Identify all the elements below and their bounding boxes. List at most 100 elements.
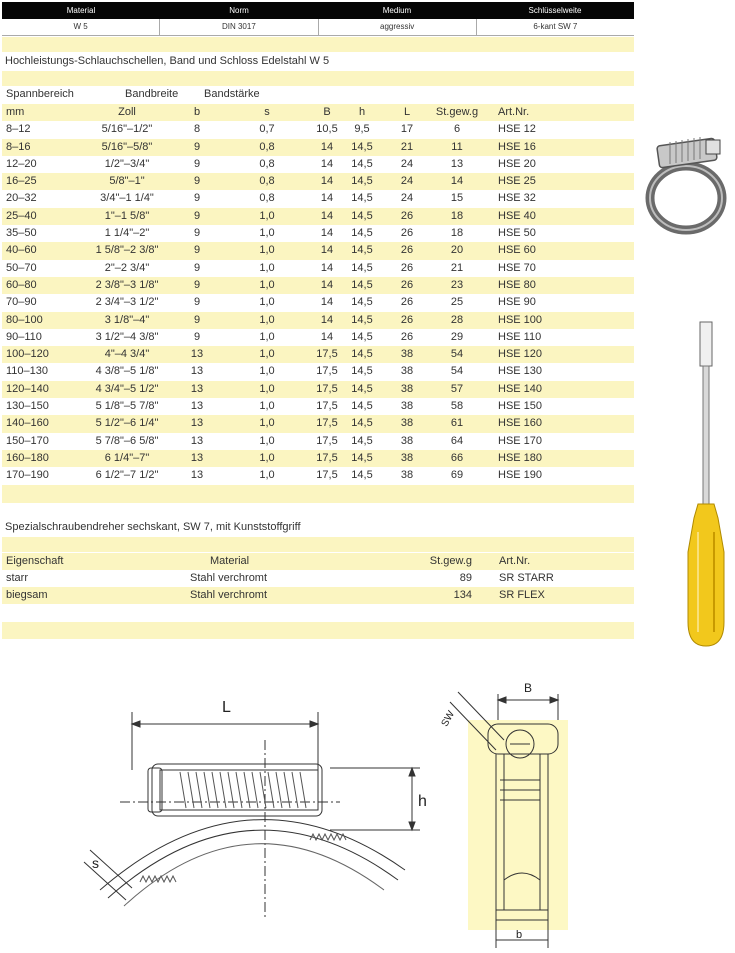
- header-label-norm: Norm: [229, 6, 249, 15]
- cell-range-inch: 2 3/4"–3 1/2": [95, 296, 159, 309]
- header-label-medium: Medium: [382, 6, 412, 15]
- header-value-key-size: 6-kant SW 7: [533, 22, 578, 31]
- sd-cell-weight: 134: [453, 589, 472, 601]
- clamp-front-drawing: B SW b: [440, 681, 568, 948]
- cell-L: 21: [400, 140, 414, 153]
- cell-B: 14: [320, 296, 334, 309]
- col-header-zoll: Zoll: [118, 106, 136, 118]
- cell-band-width: 9: [193, 330, 201, 343]
- cell-band-thickness: 0,8: [259, 157, 275, 170]
- cell-band-width: 13: [190, 451, 204, 464]
- label-B: B: [524, 681, 532, 695]
- cell-range-mm: 170–190: [6, 469, 49, 482]
- cell-L: 26: [400, 261, 414, 274]
- cell-band-thickness: 1,0: [259, 209, 275, 222]
- cell-article: HSE 40: [498, 209, 536, 222]
- cell-band-width: 13: [190, 434, 204, 447]
- cell-L: 17: [400, 123, 414, 136]
- cell-band-width: 13: [190, 348, 204, 361]
- cell-h: 14,5: [351, 469, 373, 482]
- cell-B: 14: [320, 227, 334, 240]
- cell-band-thickness: 1,0: [259, 227, 275, 240]
- cell-range-mm: 35–50: [6, 227, 37, 240]
- cell-band-width: 9: [193, 227, 201, 240]
- cell-range-inch: 5/16"–5/8": [101, 140, 153, 153]
- cell-band-width: 9: [193, 296, 201, 309]
- cell-article: HSE 140: [498, 382, 543, 395]
- cell-range-inch: 1/2"–3/4": [104, 157, 150, 170]
- cell-weight: 20: [450, 244, 464, 257]
- col-header-s: s: [264, 106, 270, 118]
- label-b: b: [516, 929, 522, 941]
- label-sw: SW: [440, 709, 458, 729]
- cell-h: 14,5: [351, 140, 373, 153]
- header-value-medium: aggressiv: [319, 19, 477, 35]
- spec-header-values: W 5 DIN 3017 aggressiv 6-kant SW 7: [2, 19, 634, 36]
- cell-range-mm: 80–100: [6, 313, 43, 326]
- screwdriver-image: [687, 321, 725, 647]
- cell-range-mm: 100–120: [6, 348, 49, 361]
- cell-L: 38: [400, 469, 414, 482]
- cell-band-width: 9: [193, 313, 201, 326]
- cell-range-inch: 5 7/8"–6 5/8": [95, 434, 159, 447]
- cell-band-width: 13: [190, 400, 204, 413]
- screwdriver-table: Eigenschaft Material St.gew.g Art.Nr. st…: [2, 553, 634, 604]
- spacer-band: [2, 484, 634, 503]
- cell-band-width: 9: [193, 278, 201, 291]
- col-header-mm: mm: [6, 106, 25, 118]
- cell-B: 10,5: [316, 123, 338, 136]
- cell-article: HSE 70: [498, 261, 536, 274]
- sd-header-article: Art.Nr.: [499, 555, 531, 567]
- table-header-row: mm Zoll b s B h L St.gew.g Art.Nr.: [2, 104, 634, 122]
- cell-weight: 21: [450, 261, 464, 274]
- cell-B: 14: [320, 192, 334, 205]
- cell-B: 17,5: [316, 400, 338, 413]
- spec-header: Material Norm Medium Schlüsselweite: [2, 2, 634, 19]
- sd-header-material: Material: [210, 555, 250, 567]
- cell-article: HSE 190: [498, 469, 543, 482]
- cell-weight: 25: [450, 296, 464, 309]
- sd-cell-material: Stahl verchromt: [190, 572, 268, 584]
- spacer-band: [2, 71, 634, 86]
- cell-weight: 29: [450, 330, 464, 343]
- screwdriver-title: Spezialschraubendreher sechskant, SW 7, …: [5, 521, 301, 533]
- screwdriver-header-row: Eigenschaft Material St.gew.g Art.Nr.: [2, 553, 634, 570]
- cell-weight: 18: [450, 209, 464, 222]
- cell-B: 17,5: [316, 434, 338, 447]
- cell-range-mm: 130–150: [6, 400, 49, 413]
- cell-article: HSE 16: [498, 140, 536, 153]
- cell-weight: 66: [450, 451, 464, 464]
- cell-h: 14,5: [351, 296, 373, 309]
- spacer-band: [2, 537, 634, 552]
- table-row: biegsam Stahl verchromt 134 SR FLEX: [2, 587, 634, 604]
- cell-band-width: 13: [190, 469, 204, 482]
- sd-cell-article: SR STARR: [499, 572, 554, 584]
- cell-range-inch: 4 3/8"–5 1/8": [95, 365, 159, 378]
- cell-band-thickness: 1,0: [259, 296, 275, 309]
- cell-range-mm: 50–70: [6, 261, 37, 274]
- cell-B: 14: [320, 313, 334, 326]
- header-label-key-size: Schlüsselweite: [528, 6, 582, 15]
- header-label-material: Material: [66, 6, 96, 15]
- cell-weight: 15: [450, 192, 464, 205]
- cell-L: 38: [400, 400, 414, 413]
- cell-weight: 14: [450, 175, 464, 188]
- cell-range-mm: 150–170: [6, 434, 49, 447]
- cell-range-mm: 20–32: [6, 192, 37, 205]
- col-header-b: b: [193, 106, 201, 118]
- cell-range-mm: 12–20: [6, 157, 37, 170]
- cell-band-thickness: 1,0: [259, 451, 275, 464]
- cell-band-thickness: 1,0: [259, 434, 275, 447]
- cell-h: 14,5: [351, 313, 373, 326]
